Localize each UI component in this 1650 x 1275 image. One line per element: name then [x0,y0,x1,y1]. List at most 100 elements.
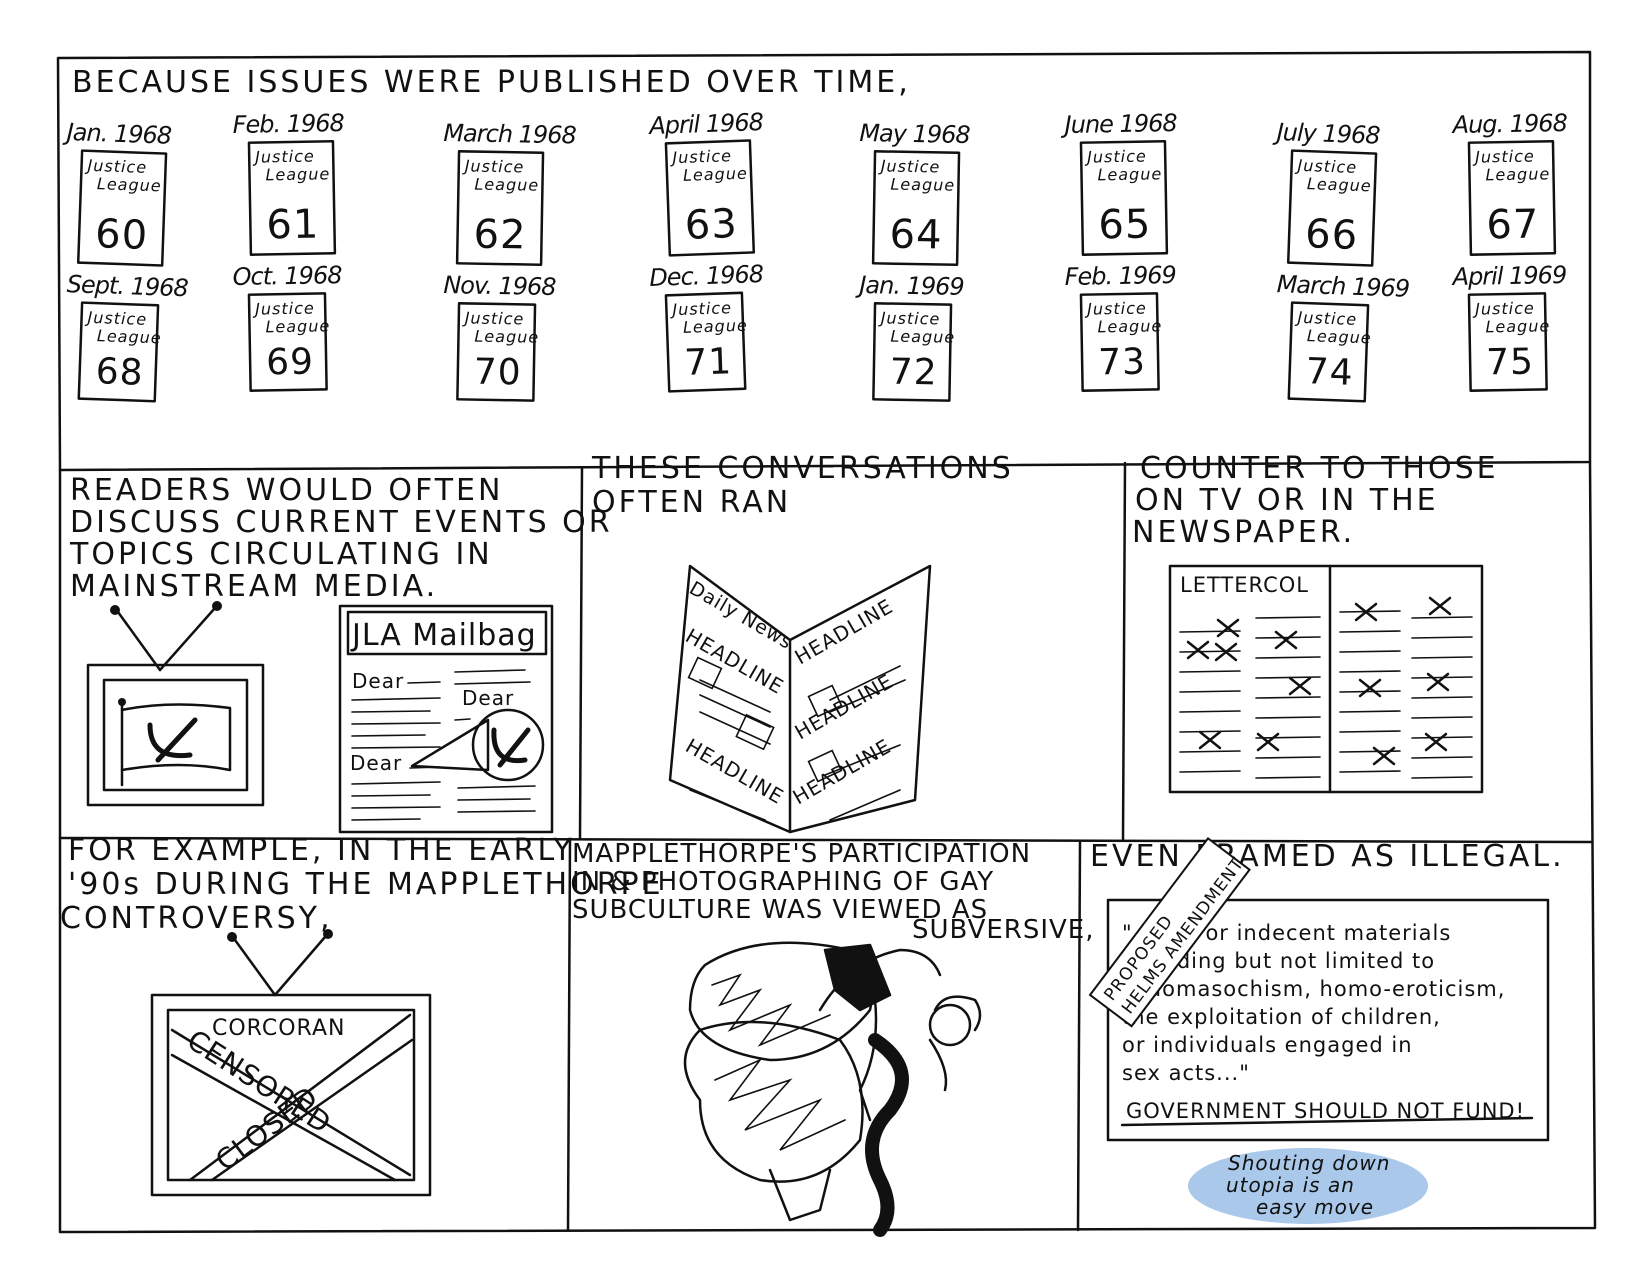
dear-2: Dear [462,686,514,710]
tape-1 [170,1028,412,1182]
letter-lines [1179,596,1473,779]
speech-pointer [410,718,490,772]
issue-cover-frame [872,302,953,402]
issue-number: 70 [473,352,522,394]
issue-title-1: Justice [252,147,315,167]
tv-screen-2 [166,1008,416,1182]
tape-2 [188,1013,414,1182]
cross-mark [1424,732,1448,752]
issue-title-2: League [1097,164,1162,184]
issue-title-1: Justice [84,308,147,329]
antenna-left-2 [233,938,277,997]
panel-2-caption-1: READERS WOULD OFTEN [70,473,503,508]
headline-left-2: HEADLINE [682,734,789,809]
issue-cover-frame [664,291,747,393]
tv-frame [86,663,265,807]
issue-cover-frame [1467,292,1548,392]
tv-set [86,601,265,807]
hammer [155,717,198,763]
issue-number: 63 [684,201,738,249]
cross-mark [1288,676,1312,696]
issue-cover-frame [1287,301,1370,403]
issue-title-2: League [683,316,748,337]
issue-date: Feb. 1969 [1064,261,1176,291]
issue-title-1: Justice [462,156,525,176]
antenna-right-2 [273,935,327,997]
figure-head [928,1003,972,1047]
figure-arm-2 [928,1038,948,1092]
issue-cover-frame [1079,139,1169,256]
issue-cover-frame [76,149,168,267]
quote-line-5: or individuals engaged in [1122,1033,1413,1057]
issue-cover-frame [456,302,537,402]
issue-date: Jan. 1968 [62,118,172,150]
open-newspaper: Daily News HEADLINE HEADLINE HEADLINE HE… [668,564,932,834]
issue-number: 66 [1304,211,1358,259]
issue-number: 68 [95,351,144,394]
row-divider [58,836,1594,844]
mailbag-sickle [491,727,528,764]
cross-mark [1198,730,1222,750]
issue-number: 71 [684,341,733,384]
cross-mark [1372,746,1396,766]
issue-number: 67 [1486,201,1540,248]
issue-date: April 1968 [647,108,764,140]
figure-arm [858,998,878,1122]
issue-title-2: League [474,175,539,195]
drape-front [683,1020,864,1183]
lettercol-title: LETTERCOL [1180,573,1309,597]
issue-cover-frame [1079,292,1160,392]
letter-column-page: LETTERCOL [1168,564,1484,794]
photo-box-4 [807,749,843,783]
issue-date: March 1968 [443,119,577,149]
figure-illustration [683,941,982,1237]
cross-mark [1426,672,1450,692]
panel-7: EVEN FRAMED AS ILLEGAL. "...one or indec… [1088,836,1562,1224]
issue-title-2: League [890,327,955,347]
issue-date: Sept. 1968 [66,270,189,302]
censored-tv: CORCORAN CENSORED CLOSED [150,929,432,1197]
tv-frame-2 [150,993,432,1197]
mailbag-page: JLA Mailbag Dear Dear Dear [338,604,554,834]
panel-3-caption-1: THESE CONVERSATIONS [591,451,1014,486]
issue-date: Feb. 1968 [232,109,344,139]
issue-date: Aug. 1968 [1450,109,1567,139]
issue-title-2: League [1307,326,1372,347]
issue-title-1: Justice [878,156,941,176]
issue-date: Jan. 1969 [855,271,964,301]
issue-title-1: Justice [1294,156,1357,177]
panel-6-caption-1: MAPPLETHORPE'S PARTICIPATION [572,839,1031,869]
issue-cover-frame [77,301,160,403]
black-ribbon [865,1033,909,1237]
conclusion-underline [1120,1116,1534,1127]
issue-cover-frame [247,292,328,392]
issue-date: Nov. 1968 [443,271,556,301]
issue-number: 69 [266,342,315,384]
issue-title-2: League [683,164,748,185]
issue-title-2: League [1307,174,1372,195]
issue-title-1: Justice [1294,308,1357,329]
issue-title-1: Justice [1084,299,1147,319]
quote-line-3: sadomasochism, homo-eroticism, [1122,977,1505,1001]
panel-1-caption: BECAUSE ISSUES WERE PUBLISHED OVER TIME, [72,65,911,100]
lettercol-frame [1168,564,1484,794]
panel-6-caption-3: SUBCULTURE WAS VIEWED AS [572,895,988,925]
mailbag-circle [471,708,545,782]
panel-2: READERS WOULD OFTEN DISCUSS CURRENT EVEN… [69,473,610,834]
panel-6-caption-2: IN & PHOTOGRAPHING OF GAY [572,867,994,897]
figure-leg [768,1168,832,1222]
panel-3: THESE CONVERSATIONS OFTEN RAN Daily News… [591,451,1014,834]
issue-title-1: Justice [1472,147,1535,167]
hammer-sickle-flag [118,698,232,787]
dear-3: Dear [350,751,402,775]
issue-cover-frame [1467,139,1557,256]
issue-date: Oct. 1968 [232,261,342,291]
antenna-right [158,606,217,672]
issue-date: July 1968 [1272,118,1381,150]
photo-box-1 [687,656,723,690]
